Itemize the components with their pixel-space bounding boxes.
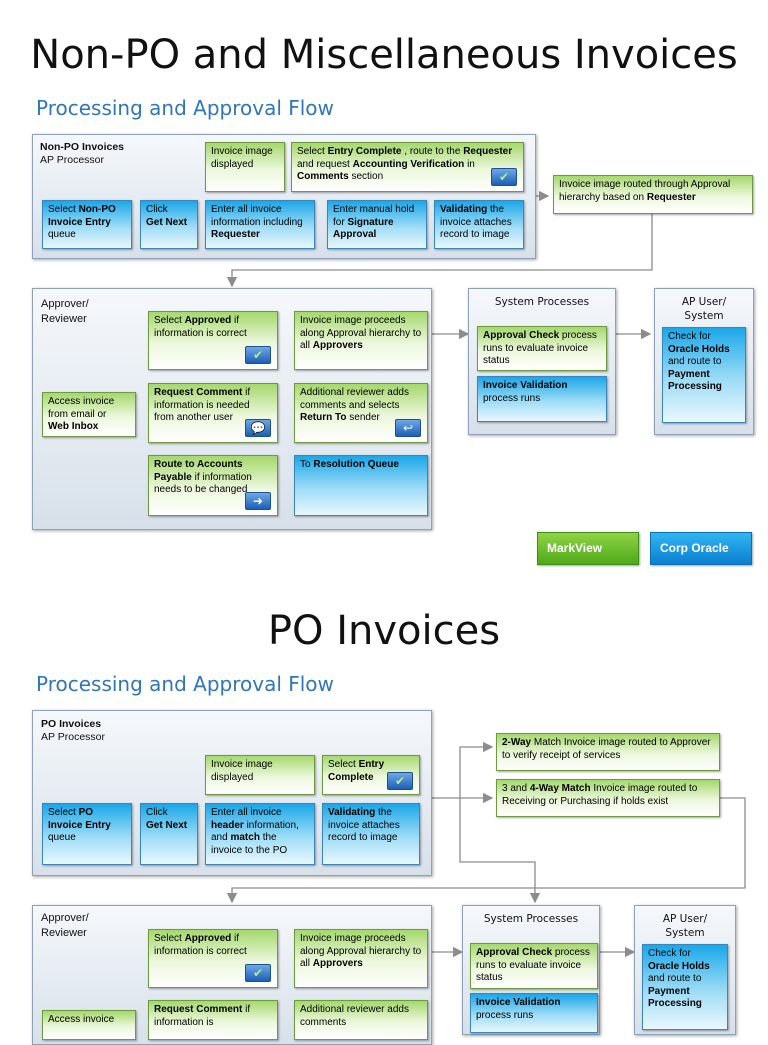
access-invoice-box: Access invoice from email or Web Inbox (42, 392, 136, 437)
po-request-comment-box: Request Comment if information is (148, 1000, 278, 1040)
request-comment-box: Request Comment if information is needed… (148, 383, 278, 443)
manual-hold-box: Enter manual hold for Signature Approval (327, 200, 427, 249)
po-validating-box: Validating the invoice attaches record t… (322, 803, 420, 865)
po-image-displayed-box: Invoice image displayed (205, 755, 315, 795)
page-title-non-po: Non-PO and Miscellaneous Invoices (30, 32, 738, 78)
page-title-po: PO Invoices (267, 608, 501, 654)
subtitle-non-po: Processing and Approval Flow (36, 96, 334, 120)
panel-title: Approver/ Reviewer (41, 912, 89, 939)
return-arrow-icon: ↩ (395, 419, 421, 437)
comment-bubble-icon: 💬 (245, 419, 271, 437)
legend-markview: MarkView (537, 532, 639, 565)
panel-title: AP User/ System (681, 296, 727, 322)
check-icon: ✔ (245, 964, 271, 982)
approved-box: Select Approved if information is correc… (148, 311, 278, 370)
panel-title: Approver/ Reviewer (41, 298, 89, 325)
po-approval-check-box: Approval Check process runs to evaluate … (470, 943, 598, 989)
po-enter-info-box: Enter all invoice header information, an… (205, 803, 315, 865)
panel-title: System Processes (483, 913, 579, 925)
additional-reviewer-box: Additional reviewer adds comments and se… (294, 383, 428, 443)
po-access-invoice-box: Access invoice (42, 1010, 136, 1040)
legend-corp-oracle: Corp Oracle (650, 532, 752, 565)
three-four-way-match-box: 3 and 4-Way Match Invoice image routed t… (496, 779, 720, 817)
route-user-icon: ➜ (245, 492, 271, 510)
invoice-validation-box: Invoice Validation process runs (477, 376, 607, 422)
check-icon: ✔ (245, 346, 271, 364)
panel-title: System Processes (494, 296, 590, 308)
two-way-match-box: 2-Way Match Invoice image routed to Appr… (496, 733, 720, 771)
po-approved-box: Select Approved if information is correc… (148, 929, 278, 988)
enter-info-box: Enter all invoice information including … (205, 200, 315, 249)
po-additional-reviewer-box: Additional reviewer adds comments (294, 1000, 428, 1040)
click-next-box: Click Get Next (140, 200, 198, 249)
po-click-next-box: Click Get Next (140, 803, 198, 865)
check-icon: ✔ (491, 168, 517, 186)
po-invoice-validation-box: Invoice Validation process runs (470, 993, 598, 1033)
routed-approval-box: Invoice image routed through Approval hi… (553, 175, 753, 214)
panel-title: AP User/ System (662, 913, 708, 939)
route-ap-box: Route to Accounts Payable if information… (148, 455, 278, 516)
po-select-queue-box: Select PO Invoice Entry queue (42, 803, 132, 865)
po-entry-complete-box: Select Entry Complete ✔ (322, 755, 420, 795)
po-oracle-holds-box: Check for Oracle Holds and route to Paym… (642, 944, 728, 1030)
approval-check-box: Approval Check process runs to evaluate … (477, 326, 607, 371)
oracle-holds-box: Check for Oracle Holds and route to Paym… (662, 327, 746, 423)
subtitle-po: Processing and Approval Flow (36, 672, 334, 696)
resolution-queue-box: To Resolution Queue (294, 455, 428, 516)
proceeds-box: Invoice image proceeds along Approval hi… (294, 311, 428, 370)
entry-complete-box: Select Entry Complete , route to the Req… (291, 142, 524, 192)
select-queue-box: Select Non-PO Invoice Entry queue (42, 200, 132, 249)
po-proceeds-box: Invoice image proceeds along Approval hi… (294, 929, 428, 988)
check-icon: ✔ (387, 772, 413, 790)
image-displayed-box: Invoice image displayed (205, 142, 285, 192)
validating-box: Validating the invoice attaches record t… (434, 200, 524, 249)
